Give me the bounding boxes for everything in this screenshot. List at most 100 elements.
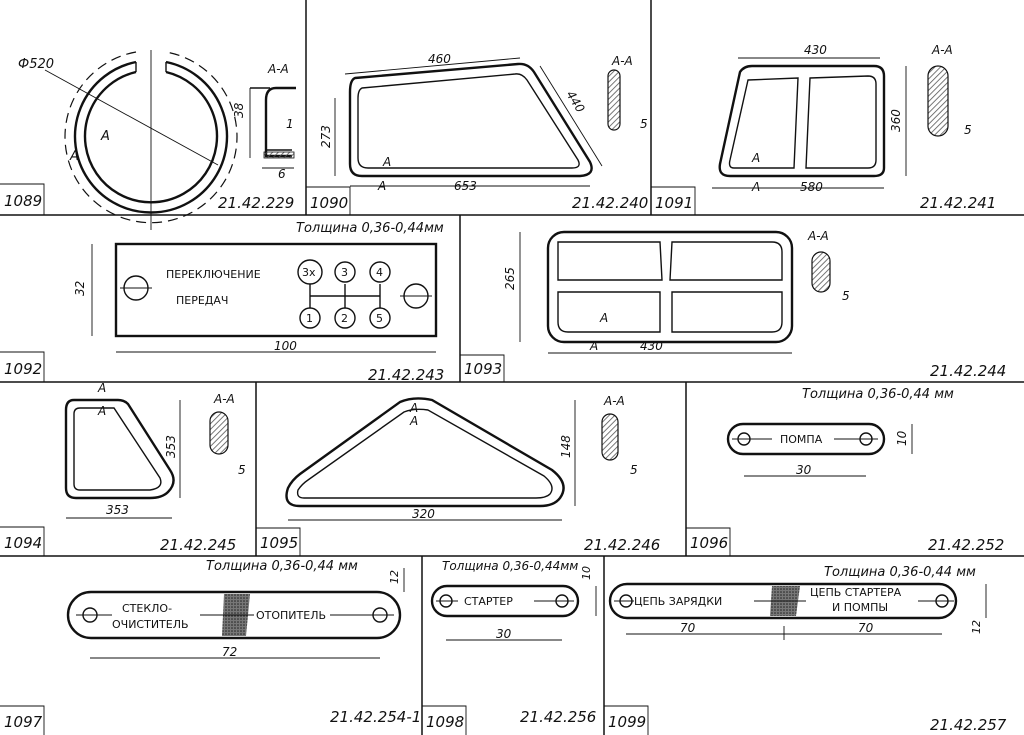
part-code: 21.42.241 (920, 194, 996, 212)
cut-label-inner: А (409, 414, 418, 428)
part-code: 21.42.229 (218, 194, 294, 212)
part-number: 1099 (608, 713, 646, 731)
dim-height: 148 (559, 435, 573, 458)
dim-height: 12 (388, 570, 401, 584)
part-code: 21.42.256 (520, 708, 596, 726)
part-1096: 1096 21.42.252 Толщина 0,36-0,44 мм ПОМП… (690, 387, 1004, 554)
dim-width: 30 (496, 627, 512, 641)
part-1097: 1097 21.42.254-1 Толщина 0,36-0,44 мм СТ… (4, 559, 421, 731)
part-1091: 1091 21.42.241 430 360 580 А А А-А 5 (655, 43, 996, 212)
part-number: 1094 (4, 534, 42, 552)
cut-label: А (382, 155, 391, 169)
part-code: 21.42.252 (928, 536, 1004, 554)
part-code: 21.42.240 (572, 194, 648, 212)
part-code: 21.42.257 (930, 716, 1007, 734)
gear-label: 1 (306, 312, 313, 325)
thickness-note: Толщина 0,36-0,44 мм (802, 387, 954, 402)
thickness-note: Толщина 0,36-0,44 мм (206, 559, 358, 574)
cut-label: А (599, 311, 608, 325)
thickness-note: Толщина 0,36-0,44мм (296, 221, 444, 236)
cut-label: А (100, 129, 110, 144)
part-number: 1090 (310, 194, 348, 212)
gear-label: 3 (341, 266, 348, 279)
part-code: 21.42.254-1 (330, 708, 421, 726)
part-1089: 1089 21.42.229 Ф520 А А А-А 38 1 6 (4, 50, 296, 230)
section-label: А-А (267, 62, 289, 76)
dim-height: 38 (232, 102, 246, 118)
part-code: 21.42.245 (160, 536, 236, 554)
dim-width: 30 (796, 463, 812, 477)
part-number: 1095 (260, 534, 298, 552)
dim-diameter: Ф520 (18, 57, 54, 72)
cut-label-lower: А (377, 179, 386, 193)
label-charging-circuit: ЦЕПЬ ЗАРЯДКИ (634, 595, 722, 608)
cut-label: А (751, 151, 760, 165)
dim-bottom: 653 (454, 179, 477, 193)
dim-height: 10 (580, 566, 593, 580)
gear-label: 2 (341, 312, 348, 325)
dim-height: 265 (503, 267, 517, 290)
label-and-pump: И ПОМПЫ (832, 601, 888, 614)
part-number: 1091 (655, 194, 693, 212)
cut-label: А (97, 381, 106, 395)
label-gears: ПЕРЕДАЧ (176, 294, 228, 307)
part-number: 1089 (4, 192, 42, 210)
dim-height: 10 (895, 430, 909, 446)
part-number: 1097 (4, 713, 43, 731)
label-starter-circuit: ЦЕПЬ СТАРТЕРА (810, 586, 902, 599)
dim-top: 430 (804, 43, 827, 57)
label-glass: СТЕКЛО- (122, 602, 172, 615)
dim-width: 6 (278, 167, 286, 181)
gear-diagram: 3х 3 4 1 2 5 (297, 259, 391, 329)
thickness-note: Толщина 0,36-0,44мм (442, 559, 578, 573)
dim-thickness: 5 (842, 289, 850, 303)
part-1099: 1099 21.42.257 Толщина 0,36-0,44 мм ЦЕПЬ… (608, 565, 1007, 734)
section-label: А-А (603, 394, 625, 408)
dim-width: 100 (274, 339, 297, 353)
label-starter: СТАРТЕР (464, 595, 513, 608)
dim-width: 72 (222, 645, 237, 659)
label-heater: ОТОПИТЕЛЬ (256, 609, 326, 622)
label-pump: ПОМПА (780, 433, 823, 446)
dim-height: 32 (73, 281, 87, 296)
part-1092: 1092 21.42.243 Толщина 0,36-0,44мм ПЕРЕК… (4, 221, 444, 384)
dim-left: 273 (319, 125, 333, 148)
dim-thickness: 5 (238, 463, 246, 477)
dim-thickness: 5 (630, 463, 638, 477)
dim-thickness: 1 (286, 117, 294, 131)
part-number: 1096 (690, 534, 728, 552)
part-1098: 1098 21.42.256 Толщина 0,36-0,44мм СТАРТ… (426, 559, 597, 731)
label-cleaner: ОЧИСТИТЕЛЬ (112, 618, 189, 631)
part-1095: 1095 21.42.246 А А 148 320 А-А 5 (260, 394, 660, 554)
section-label: А-А (807, 229, 829, 243)
dim-thickness: 5 (640, 117, 648, 131)
gear-label: 5 (376, 312, 383, 325)
section-label: А-А (213, 392, 235, 406)
dim-width: 320 (412, 507, 435, 521)
dim-height: 12 (970, 620, 983, 634)
part-code: 21.42.243 (368, 366, 444, 384)
cut-label-outer: А (69, 149, 79, 164)
part-code: 21.42.246 (584, 536, 660, 554)
dim-bottom: 580 (800, 180, 823, 194)
part-1093: 1093 21.42.244 265 430 А А А-А 5 (464, 229, 1006, 380)
dim-height: 353 (164, 435, 178, 458)
cut-label-lower: А (751, 180, 760, 194)
cut-label-inner: А (97, 404, 106, 418)
dim-right: 360 (889, 109, 903, 132)
section-label: А-А (931, 43, 953, 57)
part-1094: 1094 21.42.245 А А 353 353 А-А 5 (4, 381, 246, 554)
dim-width: 353 (106, 503, 129, 517)
section-label: А-А (611, 54, 633, 68)
part-1090: 1090 21.42.240 460 440 273 653 А А А-А 5 (310, 52, 648, 212)
label-switching: ПЕРЕКЛЮЧЕНИЕ (166, 268, 261, 281)
dim-diagonal: 440 (563, 88, 587, 115)
part-number: 1093 (464, 360, 502, 378)
dim-thickness: 5 (964, 123, 972, 137)
dim-width-left: 70 (680, 621, 696, 635)
part-number: 1092 (4, 360, 42, 378)
dim-width: 430 (640, 339, 663, 353)
dim-top: 460 (428, 52, 451, 66)
